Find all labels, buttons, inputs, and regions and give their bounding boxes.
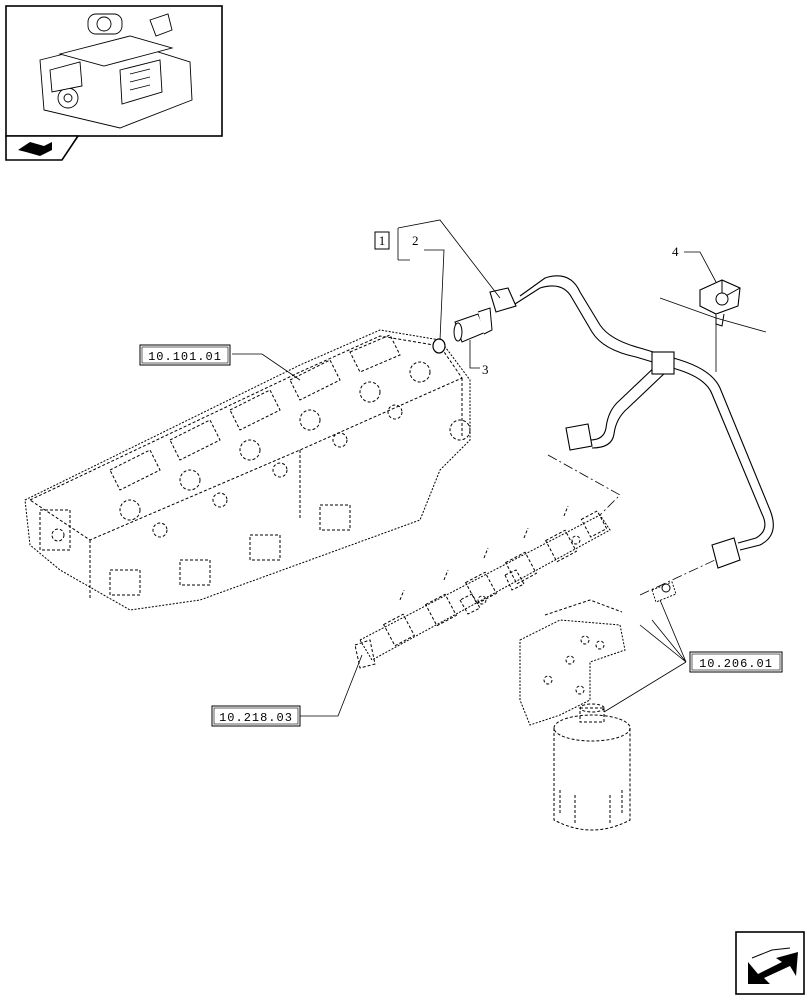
ref-cylinder-head[interactable]: 10.101.01 (139, 344, 231, 366)
injection-rail-part (354, 505, 611, 669)
item-1-label: 1 (374, 231, 390, 250)
item-2-label: 2 (412, 233, 419, 248)
engine-thumbnail-icon (5, 5, 223, 137)
fitting-part-4 (699, 279, 741, 327)
fuel-filter-part (519, 599, 631, 831)
svg-text:1: 1 (379, 233, 386, 248)
ref-fuel-filter[interactable]: 10.206.01 (689, 651, 783, 673)
item-3-label: 3 (482, 362, 489, 377)
book-tab-icon[interactable] (5, 135, 80, 161)
svg-text:10.101.01: 10.101.01 (148, 350, 222, 364)
centerline-rail (547, 454, 621, 516)
svg-text:10.218.03: 10.218.03 (219, 711, 293, 725)
connector-part-3 (453, 307, 493, 343)
union-fitting (651, 581, 677, 603)
leak-off-pipe (489, 275, 774, 569)
item-4-label: 4 (672, 244, 679, 259)
next-page-arrow-icon[interactable] (735, 931, 805, 995)
callout-lines (232, 219, 767, 717)
cylinder-head-part (24, 329, 471, 611)
svg-text:10.206.01: 10.206.01 (699, 657, 773, 671)
o-ring-part-2 (432, 338, 446, 354)
centerline-filter (639, 559, 716, 596)
ref-injection-rail[interactable]: 10.218.03 (211, 705, 301, 727)
